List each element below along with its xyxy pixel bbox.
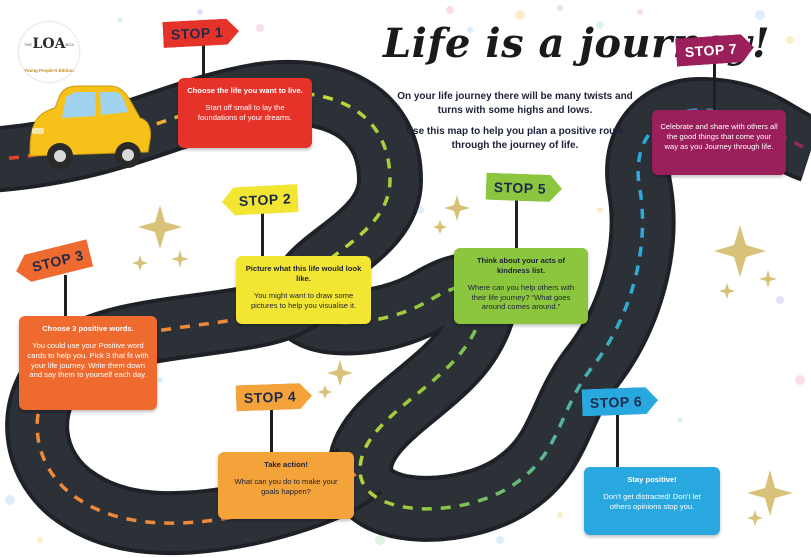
stop-7-card: Celebrate and share with others all the … [652, 110, 786, 175]
stop-1-sign-label: STOP 1 [170, 23, 224, 43]
intro-text-2: Use this map to help you plan a positive… [405, 126, 625, 151]
stop-5-heading: Think about your acts of kindness list. [476, 256, 566, 275]
stop-7-text: Celebrate and share with others all the … [660, 122, 778, 151]
logo-text: LOA [32, 36, 66, 52]
stop-5-card: Think about your acts of kindness list. … [454, 248, 588, 324]
car-icon [29, 85, 151, 169]
stop-3-text: You could use your Positive word cards t… [27, 340, 149, 380]
stop-3-card: Choose 3 positive words. You could use y… [19, 316, 157, 410]
road-dashes [0, 91, 811, 511]
loa-logo: THE LOA BOX Young People's Edition [19, 22, 79, 82]
stop-6-card: Stay positive! Don’t get distracted! Don… [584, 467, 720, 535]
stop-6-sign-label: STOP 6 [589, 392, 643, 411]
logo-prefix: THE [24, 42, 32, 47]
logo-suffix: BOX [65, 42, 74, 47]
stop-1-card: Choose the life you want to live. Start … [178, 78, 312, 148]
stop-5-sign: STOP 5 [486, 173, 563, 203]
stop-4-card: Take action! What can you do to make you… [218, 452, 354, 519]
stop-7-sign-label: STOP 7 [684, 40, 738, 61]
intro-text-1: On your life journey there will be many … [397, 91, 633, 116]
stop-1-heading: Choose the life you want to live. [187, 86, 303, 95]
stop-4-text: What can you do to make your goals happe… [234, 476, 338, 496]
stop-5-text: Where can you help others with their lif… [467, 282, 575, 312]
stop-6-heading: Stay positive! [627, 475, 677, 484]
stop-2-card: Picture what this life would look like. … [236, 256, 371, 324]
stop-2-heading: Picture what this life would look like. [245, 264, 362, 283]
logo-edition: Young People's Edition [24, 68, 74, 73]
stop-1-text: Start off small to lay the foundations o… [197, 102, 293, 122]
stop-2-sign: STOP 2 [221, 184, 298, 216]
stop-2-sign-label: STOP 2 [238, 190, 292, 210]
stop-4-sign-label: STOP 4 [243, 388, 297, 407]
stop-4-sign: STOP 4 [236, 383, 313, 412]
stop-4-heading: Take action! [264, 460, 308, 469]
stop-6-text: Don’t get distracted! Don’t let others o… [603, 491, 701, 511]
stop-1-sign: STOP 1 [162, 18, 239, 48]
sparkle-icons [132, 195, 793, 526]
stop-5-sign-label: STOP 5 [493, 178, 547, 197]
stop-2-text: You might want to draw some pictures to … [250, 290, 357, 310]
stop-6-sign: STOP 6 [582, 387, 659, 417]
sign-posts [64, 44, 716, 469]
stop-3-heading: Choose 3 positive words. [42, 324, 134, 333]
stop-7-sign: STOP 7 [675, 33, 755, 66]
